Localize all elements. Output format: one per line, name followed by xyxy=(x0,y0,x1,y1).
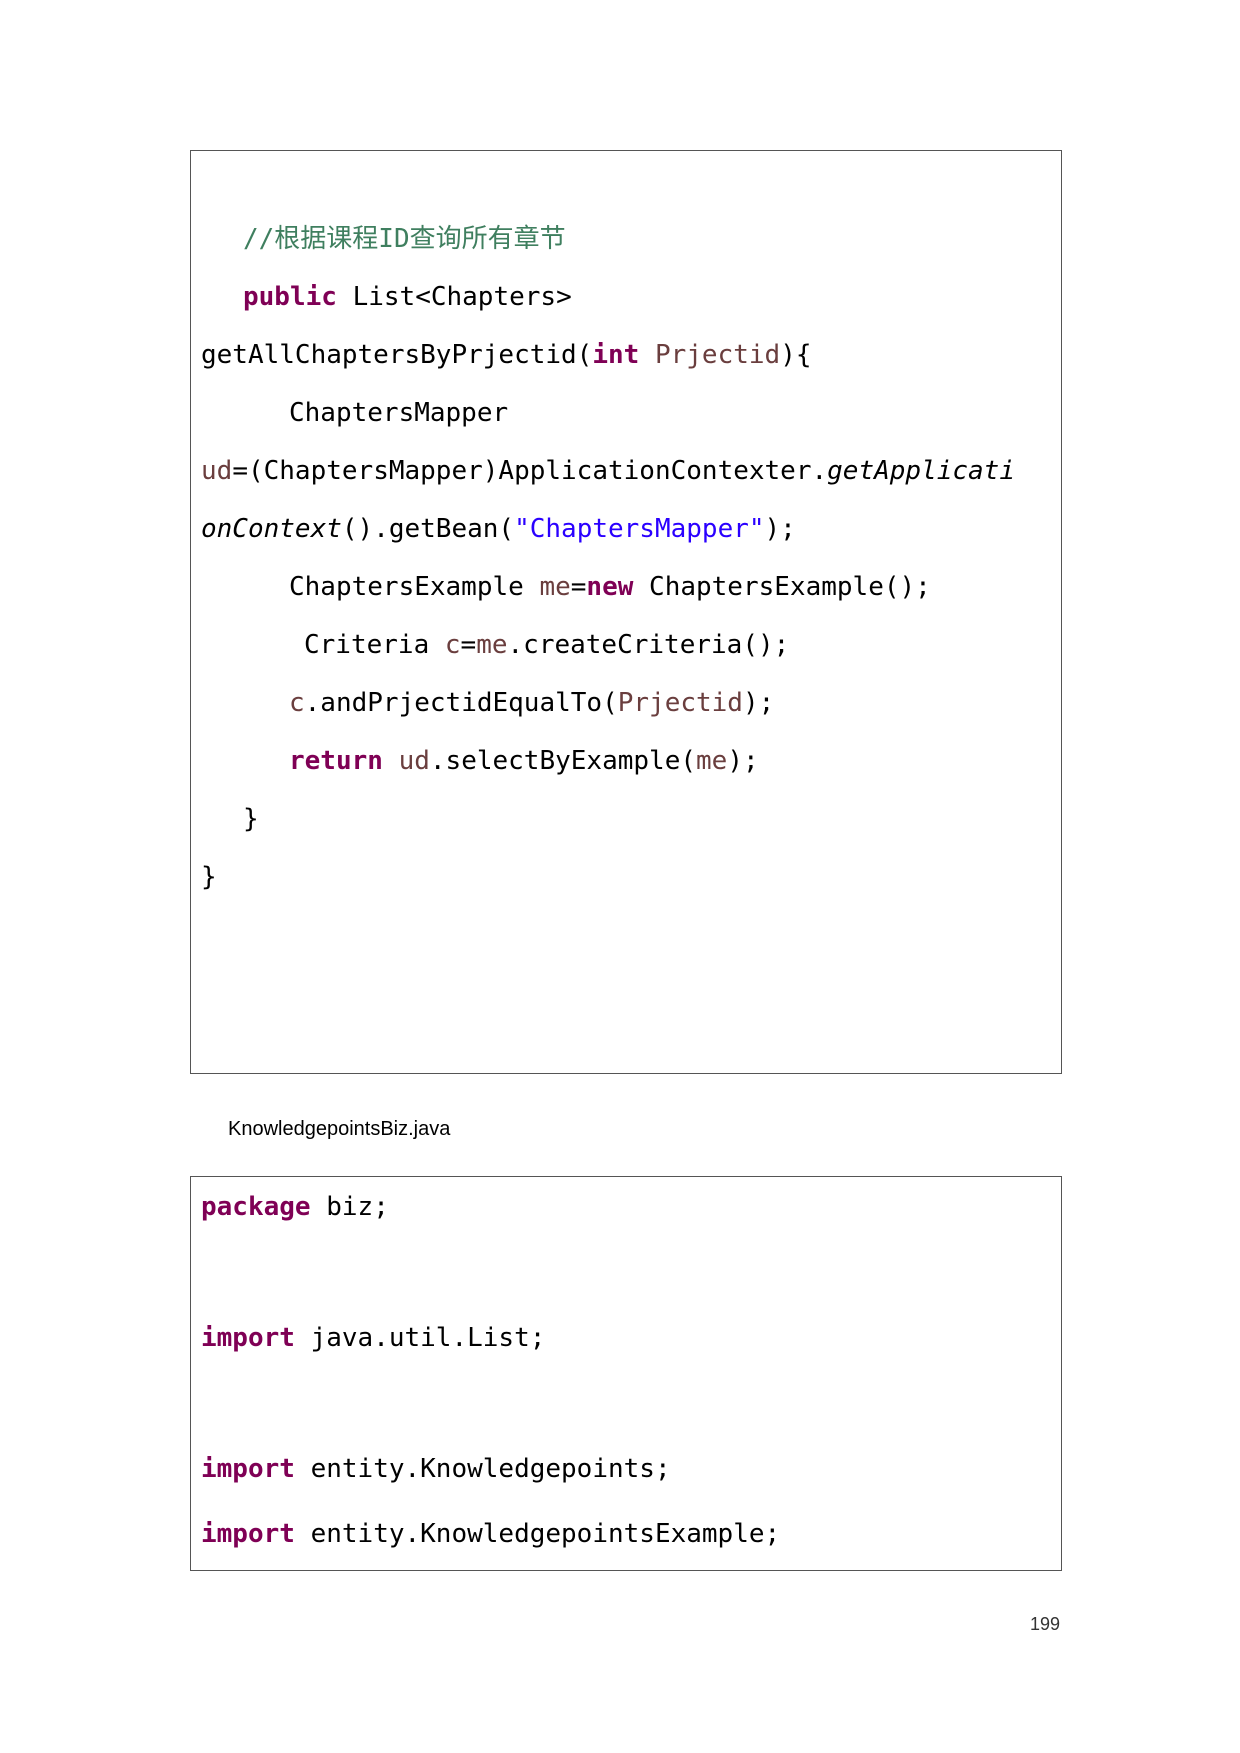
var-ud: ud xyxy=(201,456,233,486)
inner-close-brace: } xyxy=(243,804,259,834)
code-import-line: import entity.KnowledgepointsExample; xyxy=(201,1518,780,1550)
keyword-import: import xyxy=(201,1454,295,1484)
param-prjectid: Prjectid xyxy=(617,688,743,718)
string-chapters-mapper: "ChaptersMapper" xyxy=(514,514,765,544)
code-get-bean-line: onContext().getBean("ChaptersMapper"); xyxy=(201,513,796,545)
get-bean-call: ().getBean( xyxy=(341,514,515,544)
code-criteria-line: Criteria c=me.createCriteria(); xyxy=(304,629,789,661)
keyword-return: return xyxy=(289,746,383,776)
var-ud: ud xyxy=(398,746,430,776)
keyword-package: package xyxy=(201,1192,311,1222)
return-type: List<Chapters> xyxy=(352,282,572,312)
code-mapper-type-line: ChaptersMapper xyxy=(289,397,508,429)
get-app-context-part1: getApplicati xyxy=(827,456,1015,486)
code-block-knowledgepoints: package biz; import java.util.List; impo… xyxy=(190,1176,1062,1571)
cast-app-context: =(ChaptersMapper)ApplicationContexter. xyxy=(232,456,828,486)
keyword-import: import xyxy=(201,1323,295,1353)
code-package-line: package biz; xyxy=(201,1191,389,1223)
example-constructor: ChaptersExample(); xyxy=(633,572,931,602)
method-name: getAllChaptersByPrjectid( xyxy=(201,340,593,370)
var-me: me xyxy=(539,572,571,602)
code-method-name-line: getAllChaptersByPrjectid(int Prjectid){ xyxy=(201,339,812,371)
equals-sign: = xyxy=(460,630,477,660)
equals-sign: = xyxy=(570,572,587,602)
code-return-line: return ud.selectByExample(me); xyxy=(289,745,759,777)
code-mapper-assign-line: ud=(ChaptersMapper)ApplicationContexter.… xyxy=(201,455,1015,487)
mapper-type: ChaptersMapper xyxy=(289,398,509,428)
keyword-new: new xyxy=(586,572,634,602)
code-outer-close-brace: } xyxy=(201,861,217,893)
example-type: ChaptersExample xyxy=(289,572,540,602)
var-me: me xyxy=(476,630,508,660)
code-import-line: import java.util.List; xyxy=(201,1322,545,1354)
code-comment: //根据课程ID查询所有章节 xyxy=(243,224,566,254)
page-number: 199 xyxy=(1030,1614,1061,1634)
code-example-line: ChaptersExample me=new ChaptersExample()… xyxy=(289,571,931,603)
select-by-example-call: .selectByExample( xyxy=(429,746,696,776)
create-criteria-call: .createCriteria(); xyxy=(507,630,790,660)
code-and-prjectid-line: c.andPrjectidEqualTo(Prjectid); xyxy=(289,687,774,719)
file-caption: KnowledgepointsBiz.java xyxy=(228,1118,451,1140)
close-semicolon: ); xyxy=(727,746,759,776)
get-app-context-part2: onContext xyxy=(201,514,342,544)
import-java-util-list: java.util.List; xyxy=(294,1323,546,1353)
var-me: me xyxy=(696,746,728,776)
and-prjectid-call: .andPrjectidEqualTo( xyxy=(304,688,618,718)
code-inner-close-brace: } xyxy=(243,803,259,835)
keyword-public: public xyxy=(243,282,337,312)
var-c: c xyxy=(289,688,305,718)
criteria-type: Criteria xyxy=(304,630,445,660)
code-method-signature-line: public List<Chapters> xyxy=(243,281,572,313)
paren-brace: ){ xyxy=(780,340,812,370)
close-semicolon: ); xyxy=(742,688,775,718)
var-c: c xyxy=(444,630,461,660)
keyword-import: import xyxy=(201,1519,295,1549)
package-name: biz; xyxy=(310,1192,389,1222)
code-block-chapters: //根据课程ID查询所有章节 public List<Chapters> get… xyxy=(190,150,1062,1074)
keyword-int: int xyxy=(592,340,640,370)
outer-close-brace: } xyxy=(201,862,217,892)
code-import-line: import entity.Knowledgepoints; xyxy=(201,1453,671,1485)
import-knowledgepoints-example: entity.KnowledgepointsExample; xyxy=(294,1519,781,1549)
code-comment-line: //根据课程ID查询所有章节 xyxy=(243,223,566,255)
close-semicolon: ); xyxy=(764,514,796,544)
import-knowledgepoints: entity.Knowledgepoints; xyxy=(294,1454,671,1484)
param-prjectid: Prjectid xyxy=(654,340,781,370)
